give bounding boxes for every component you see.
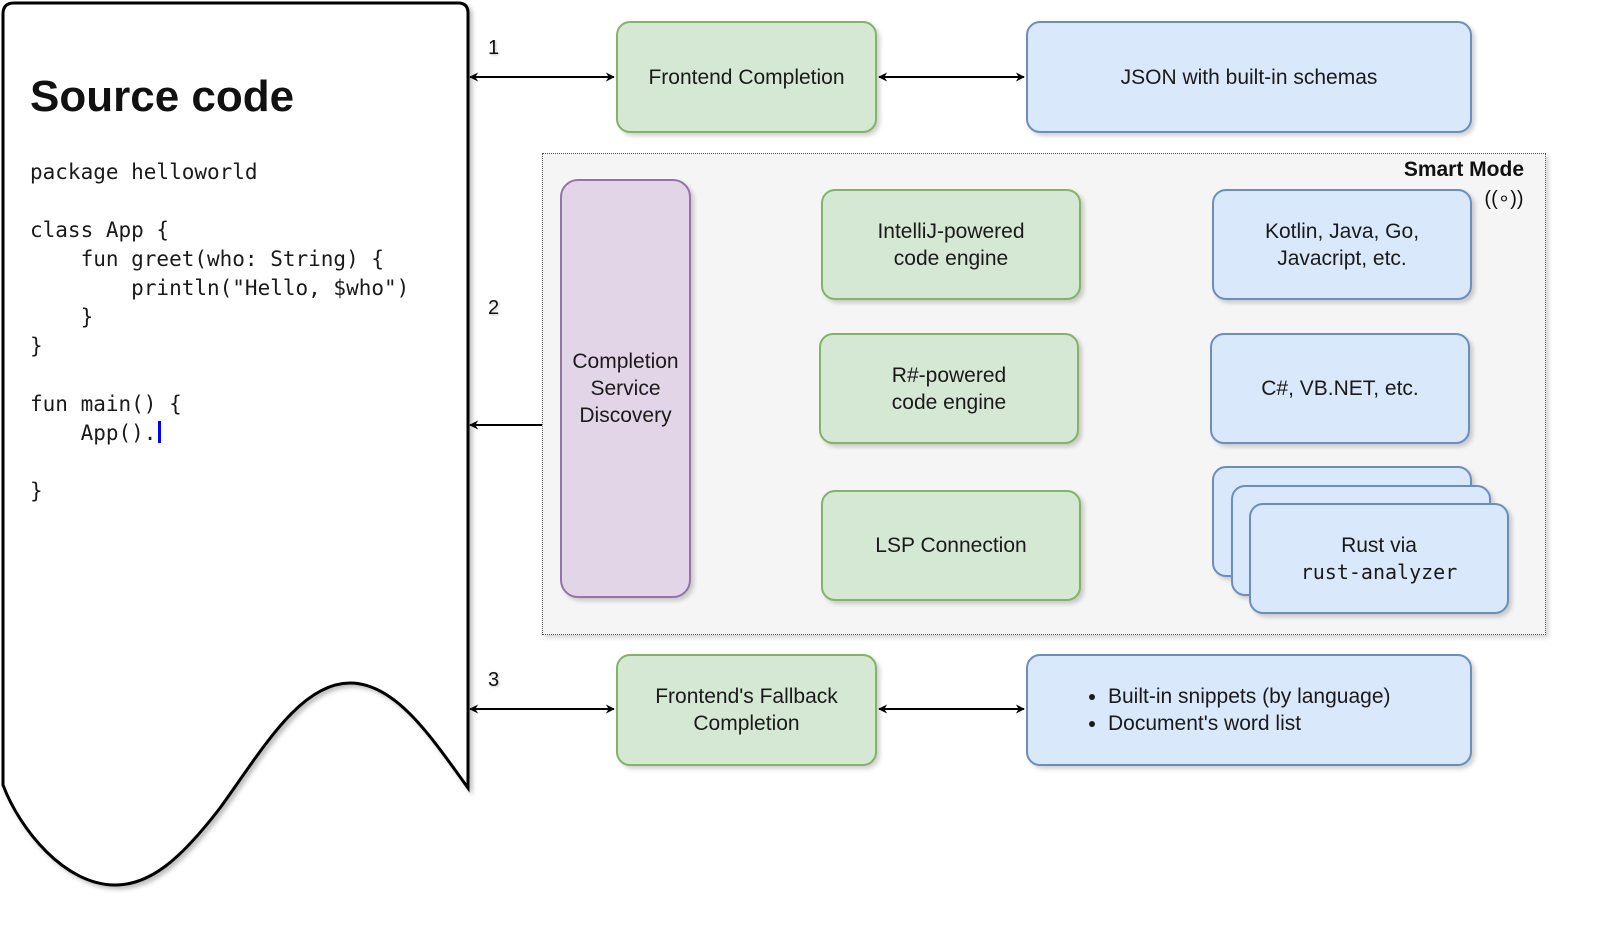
- csharp-languages-box: C#, VB.NET, etc.: [1210, 333, 1470, 444]
- list-item: Document's word list: [1108, 710, 1391, 737]
- source-document-shape: [1, 1, 470, 887]
- connector-label-3: 3: [488, 669, 500, 691]
- json-schemas-label: JSON with built-in schemas: [1120, 65, 1378, 89]
- fallback-sources-box: Built-in snippets (by language) Document…: [1026, 654, 1472, 766]
- code-line: fun main() {: [30, 392, 182, 416]
- resharper-engine-box: R#-powered code engine: [819, 333, 1079, 444]
- lsp-connection-box: LSP Connection: [821, 490, 1081, 601]
- intellij-engine-line: IntelliJ-powered: [877, 219, 1025, 243]
- csharp-languages-label: C#, VB.NET, etc.: [1261, 377, 1419, 400]
- list-item: Built-in snippets (by language): [1108, 683, 1391, 710]
- completion-service-discovery-box: Completion Service Discovery: [560, 179, 691, 598]
- source-code-block: package helloworld class App { fun greet…: [30, 158, 409, 506]
- rust-label-line: Rust via: [1341, 533, 1417, 557]
- code-line: package helloworld: [30, 160, 258, 184]
- kotlin-languages-line: Kotlin, Java, Go,: [1264, 219, 1420, 243]
- frontend-completion-label: Frontend Completion: [648, 65, 845, 89]
- code-line: }: [30, 334, 43, 358]
- resharper-engine-line: R#-powered: [891, 363, 1007, 387]
- intellij-engine-line: code engine: [893, 246, 1009, 270]
- completion-service-line: Discovery: [579, 404, 672, 427]
- code-line: class App {: [30, 218, 170, 242]
- code-line: }: [30, 305, 94, 329]
- intellij-engine-box: IntelliJ-powered code engine: [821, 189, 1081, 300]
- fallback-completion-line: Completion: [693, 712, 800, 735]
- frontend-completion-box: Frontend Completion: [616, 21, 877, 133]
- rust-analyzer-box: Rust via rust-analyzer: [1249, 503, 1509, 614]
- code-line: App().: [30, 421, 157, 445]
- rust-analyzer-label: rust-analyzer: [1300, 559, 1458, 584]
- completion-service-line: Service: [590, 377, 661, 400]
- code-line: fun greet(who: String) {: [30, 247, 385, 271]
- kotlin-languages-line: Javacript, etc.: [1277, 246, 1407, 270]
- fallback-completion-line: Frontend's Fallback: [655, 685, 838, 708]
- broadcast-icon: ((∘)): [1484, 188, 1524, 210]
- connector-label-2: 2: [488, 297, 500, 319]
- json-schemas-box: JSON with built-in schemas: [1026, 21, 1472, 133]
- kotlin-languages-box: Kotlin, Java, Go, Javacript, etc.: [1212, 189, 1472, 300]
- fallback-sources-list: Built-in snippets (by language) Document…: [1084, 683, 1391, 737]
- connector-label-1: 1: [488, 37, 500, 59]
- resharper-engine-line: code engine: [891, 390, 1007, 414]
- fallback-completion-box: Frontend's Fallback Completion: [616, 654, 877, 766]
- source-code-title: Source code: [30, 72, 295, 121]
- lsp-connection-label: LSP Connection: [875, 534, 1027, 557]
- smart-mode-title: Smart Mode: [1403, 158, 1524, 181]
- text-cursor: [158, 421, 162, 443]
- code-line: }: [30, 479, 43, 503]
- completion-service-line: Completion: [572, 350, 679, 373]
- code-line: println("Hello, $who"): [30, 276, 410, 300]
